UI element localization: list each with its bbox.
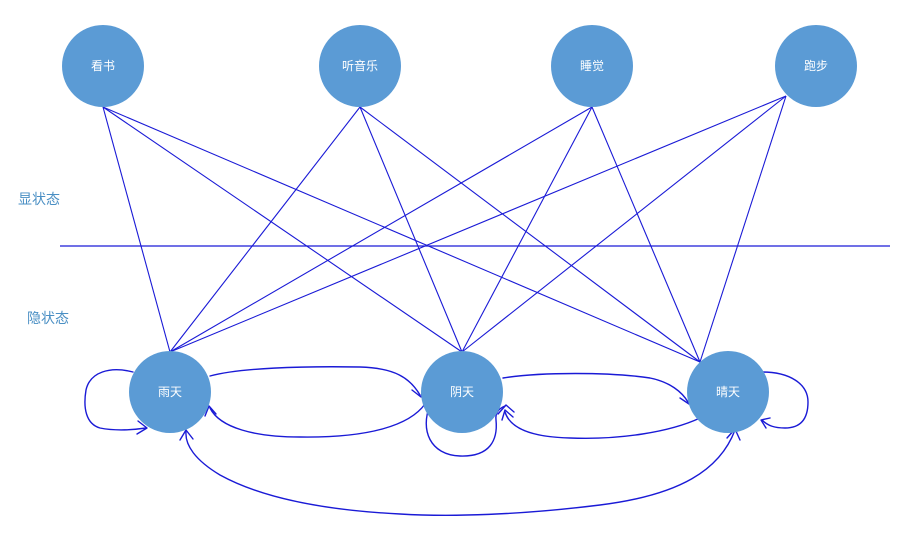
hidden-layer-label: 隐状态 <box>27 311 69 327</box>
node-label: 跑步 <box>804 59 828 73</box>
node-label: 雨天 <box>158 385 182 399</box>
edge-run-rain <box>169 95 787 353</box>
edge-music-rain <box>169 106 361 353</box>
transition-cloudy-rain <box>209 403 426 438</box>
node-observed-music: 听音乐 <box>319 25 401 107</box>
transition-cloudy-sunny <box>502 372 689 403</box>
edge-music-sunny <box>359 106 701 363</box>
arrowhead-icon <box>760 417 771 429</box>
node-observed-run: 跑步 <box>775 25 857 107</box>
node-label: 晴天 <box>716 385 740 399</box>
emission-edges <box>102 95 787 363</box>
node-label: 听音乐 <box>342 58 378 73</box>
node-label: 阴天 <box>450 385 474 399</box>
arrowhead-icon <box>501 409 514 421</box>
node-observed-read: 看书 <box>62 25 144 107</box>
transition-rain-cloudy <box>209 366 421 396</box>
transition-sunny-rain <box>185 429 736 516</box>
transition-rain-self <box>84 369 147 431</box>
node-observed-sleep: 睡觉 <box>551 25 633 107</box>
edge-run-sunny <box>699 95 787 363</box>
edge-read-rain <box>102 106 171 353</box>
arrowhead-icon <box>179 429 194 441</box>
node-hidden-cloudy: 阴天 <box>421 351 503 433</box>
transition-sunny-cloudy <box>504 411 701 439</box>
arrowhead-icon <box>497 404 515 415</box>
node-label: 睡觉 <box>580 59 604 73</box>
edge-sleep-rain <box>169 106 593 353</box>
edge-sleep-cloudy <box>461 106 593 353</box>
node-hidden-rain: 雨天 <box>129 351 211 433</box>
observed-nodes: 看书 听音乐 睡觉 跑步 <box>62 25 857 107</box>
edge-music-cloudy <box>359 106 463 353</box>
edge-read-sunny <box>102 106 701 363</box>
edge-run-cloudy <box>461 95 787 353</box>
observed-layer-label: 显状态 <box>18 192 60 208</box>
edge-read-cloudy <box>102 106 463 353</box>
arrowhead-icon <box>204 405 217 417</box>
arrowhead-icon <box>136 420 148 435</box>
hidden-nodes: 雨天 阴天 晴天 <box>129 351 769 433</box>
node-hidden-sunny: 晴天 <box>687 351 769 433</box>
edge-sleep-sunny <box>591 106 701 363</box>
node-label: 看书 <box>91 59 115 73</box>
transition-sunny-self <box>761 371 809 429</box>
